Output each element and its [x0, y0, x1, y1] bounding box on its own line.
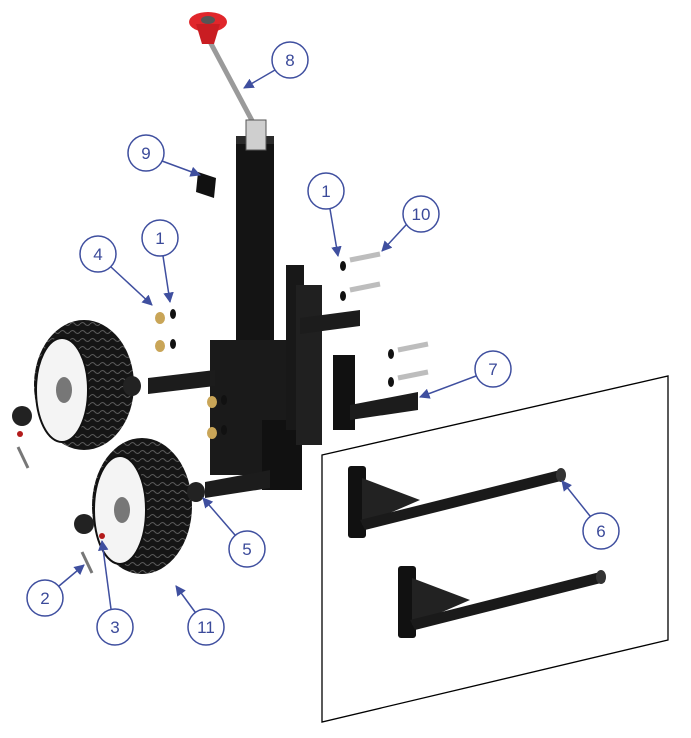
axle-part: [148, 310, 360, 498]
label-plate-part: [196, 172, 216, 198]
wheel-part-rear: [34, 320, 134, 450]
callout-label-11: 11: [197, 618, 215, 637]
callout-label-7: 7: [488, 360, 497, 379]
callout-label-3: 3: [110, 618, 119, 637]
callout-5: [202, 497, 266, 568]
callout-7: [419, 350, 512, 399]
handle-part: [189, 12, 267, 151]
callout-label-2: 2: [40, 589, 49, 608]
callout-label-5: 5: [242, 540, 251, 559]
main-column-part: [210, 136, 322, 490]
callout-4: [79, 235, 153, 306]
callout-11: [175, 585, 225, 646]
callout-3: [96, 539, 134, 646]
small-hardware-parts: [12, 251, 429, 574]
callout-label-10: 10: [412, 205, 431, 224]
callout-1a: [141, 219, 179, 304]
wheel-part-front: [92, 438, 192, 574]
callout-2: [26, 564, 85, 617]
callout-label-6: 6: [596, 522, 605, 541]
callout-label-4: 4: [93, 245, 102, 264]
callout-label-1b: 1: [321, 182, 330, 201]
callout-label-9: 9: [141, 144, 150, 163]
axle-bracket-part: [333, 355, 418, 430]
callout-label-1a: 1: [155, 229, 164, 248]
callout-6: [561, 480, 620, 550]
inset-frame: [321, 375, 669, 723]
callout-9: [127, 134, 201, 177]
callout-8: [243, 41, 309, 89]
alternate-axle-bracket-part: [348, 466, 606, 638]
callout-10: [381, 195, 440, 252]
callout-label-8: 8: [285, 51, 294, 70]
callout-1b: [307, 172, 345, 258]
